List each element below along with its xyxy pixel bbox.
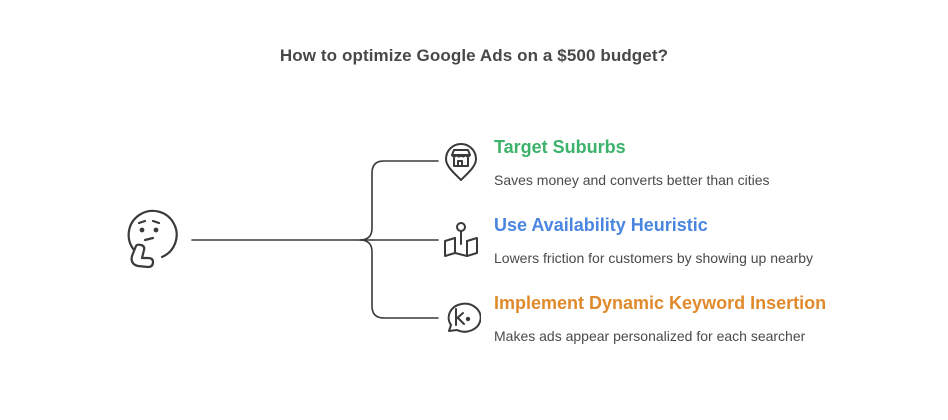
branch-description-availability-heuristic: Lowers friction for customers by showing… xyxy=(494,250,814,266)
branch-title-availability-heuristic: Use Availability Heuristic xyxy=(494,215,708,235)
diagram-title: How to optimize Google Ads on a $500 bud… xyxy=(279,46,669,65)
branch-line-top xyxy=(359,160,439,241)
keyword-speech-bubble-icon xyxy=(447,302,481,333)
map-pin-icon xyxy=(444,222,478,257)
thinking-face-icon xyxy=(127,209,178,269)
branch-description-dynamic-keyword-insertion: Makes ads appear personalized for each s… xyxy=(494,328,806,344)
storefront-location-pin-icon xyxy=(445,143,477,181)
branch-title-dynamic-keyword-insertion: Implement Dynamic Keyword Insertion xyxy=(494,293,827,313)
branch-title-target-suburbs: Target Suburbs xyxy=(494,137,626,157)
branch-line-bottom xyxy=(359,239,439,319)
branch-description-target-suburbs: Saves money and converts better than cit… xyxy=(494,172,770,188)
